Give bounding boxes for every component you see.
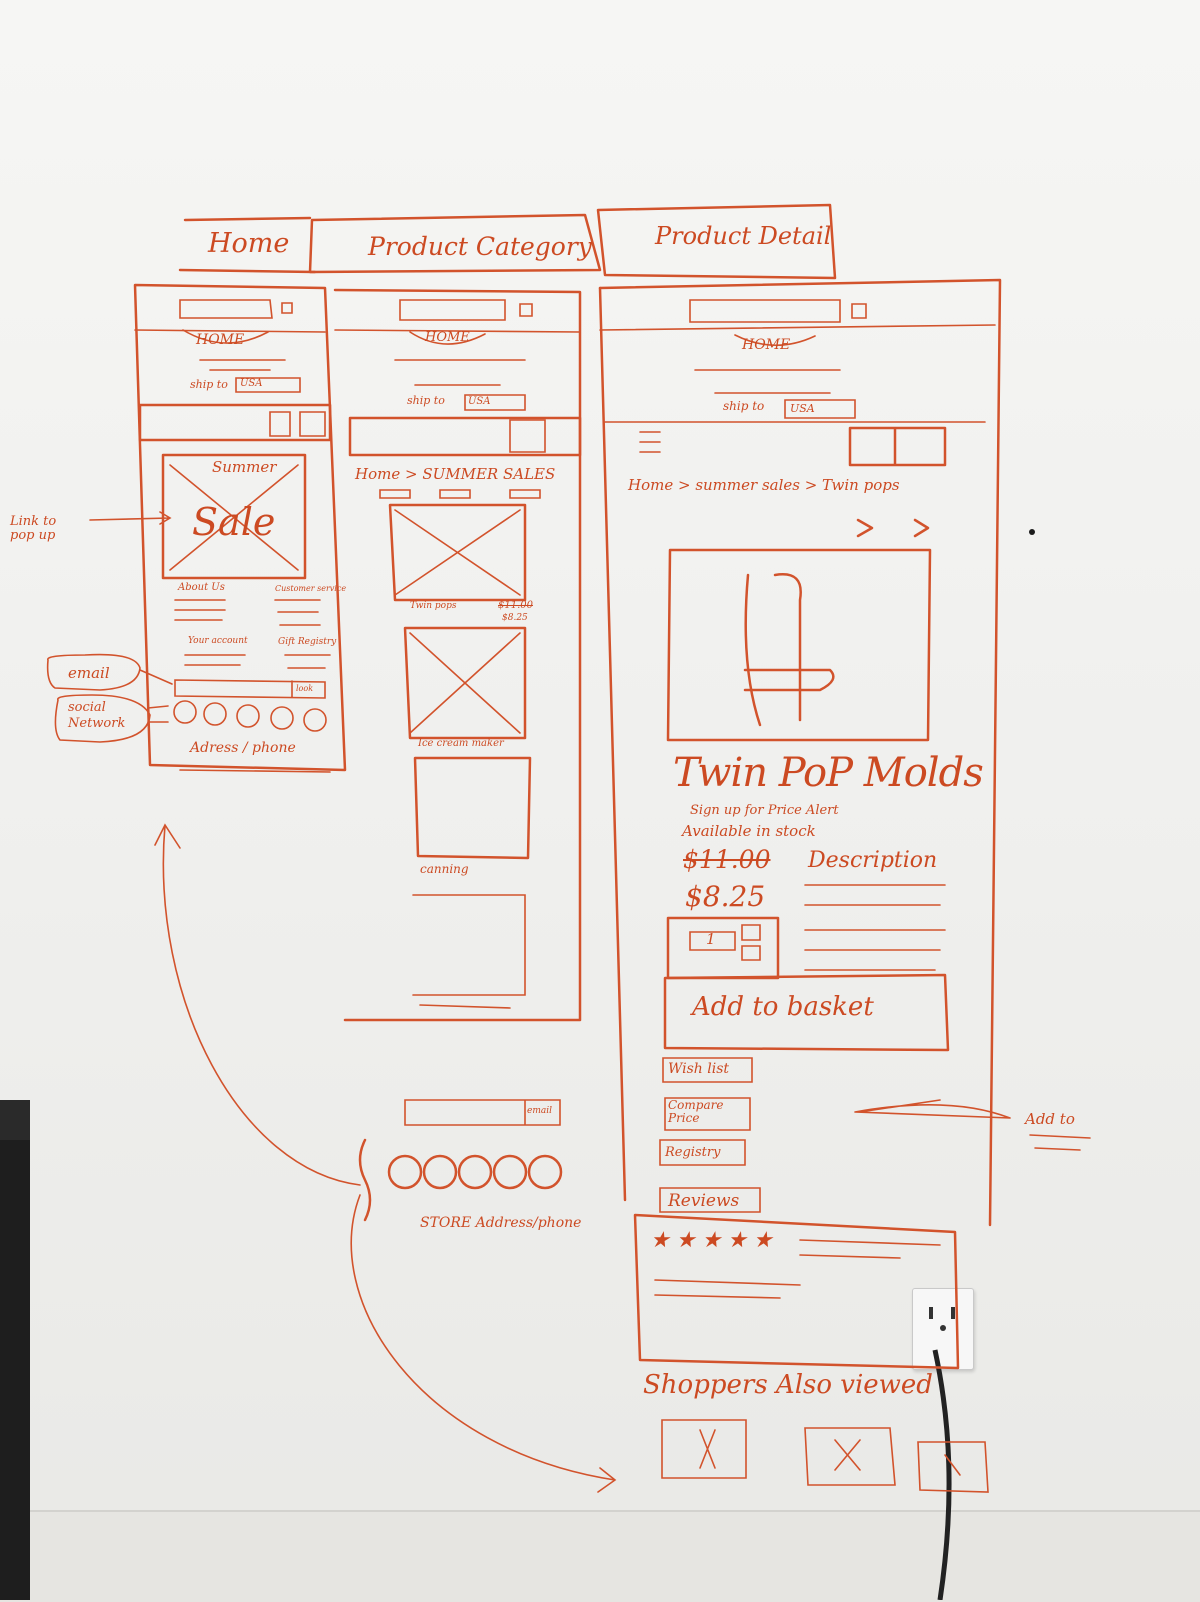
detail-also-viewed: Shoppers Also viewed [643,1370,933,1400]
category-address: STORE Address/phone [420,1215,582,1231]
home-link-registry: Gift Registry [278,637,337,647]
home-address: Adress / phone [190,740,296,756]
home-ship-to: ship to [190,378,228,391]
add-to-underline [1029,1134,1091,1151]
category-product-name: Twin pops [410,601,457,611]
footer-arrow-home [154,823,361,1186]
detail-quantity: 1 [706,930,716,948]
footer-arrow-detail [350,1194,617,1493]
home-link-account: Your account [188,636,248,646]
baseboard [0,1510,1200,1602]
detail-stock-status: Available in stock [682,822,816,840]
detail-breadcrumb: Home > summer sales > Twin pops [628,476,900,494]
tab-home: Home [208,228,290,259]
table-top [0,1100,30,1140]
detail-reviews: Reviews [668,1191,740,1211]
detail-add-to-basket: Add to basket [692,992,874,1022]
category-product-price: $8.25 [502,613,528,623]
table-leg [0,1100,30,1600]
home-banner-summer: Summer [212,458,277,476]
category-ship-country: USA [468,396,491,407]
category-breadcrumb: Home > SUMMER SALES [355,465,556,483]
detail-ship-country: USA [790,402,815,415]
category-product-name-3: canning [420,862,469,876]
email-arrow [139,669,173,685]
home-link-about: About Us [178,582,225,593]
detail-compare-price: Compare Price [668,1098,724,1125]
detail-price: $8.25 [685,880,766,913]
home-logo: HOME [196,332,245,348]
detail-logo: HOME [742,337,791,353]
home-email-button: look [296,684,314,693]
detail-description-label: Description [808,848,938,873]
detail-old-price: $11.00 [683,845,771,874]
category-ship-to: ship to [407,394,445,407]
annotation-social-network: social Network [68,700,126,731]
home-ship-country: USA [240,378,263,389]
tab-product-category: Product Category [368,232,592,261]
marker-dot [1029,529,1035,535]
category-product-old-price: $11.00 [498,600,533,611]
category-phone-sketch [333,288,582,1222]
home-banner-sale: Sale [192,500,276,544]
detail-phone-sketch [598,278,1002,1493]
annotation-add-to: Add to [1025,1110,1075,1128]
detail-ship-to: ship to [723,399,765,413]
social-arrow [147,705,169,723]
category-product-name-2: Ice cream maker [418,738,504,749]
detail-product-title: Twin PoP Molds [673,750,984,796]
social-bubble [54,694,151,743]
tab-home-lines [178,216,317,274]
annotation-email: email [68,664,110,682]
detail-wish-list: Wish list [668,1061,730,1077]
detail-price-alert: Sign up for Price Alert [690,803,839,818]
tab-detail-outline [596,203,837,280]
annotation-link-popup: Link to pop up [10,514,57,543]
home-phone-sketch [133,283,347,773]
tab-product-detail: Product Detail [655,222,832,250]
detail-review-stars: ★★★★★ [650,1228,779,1253]
tab-category-outline [308,213,602,274]
email-bubble [46,653,141,691]
power-cord [932,1349,952,1600]
detail-registry: Registry [665,1145,721,1160]
add-to-arrow [854,1099,1011,1119]
home-link-customer: Customer service [275,584,347,593]
category-logo: HOME [425,330,470,345]
popup-arrow [89,511,172,525]
category-email-button: email [527,1106,552,1116]
power-outlet [912,1288,974,1370]
